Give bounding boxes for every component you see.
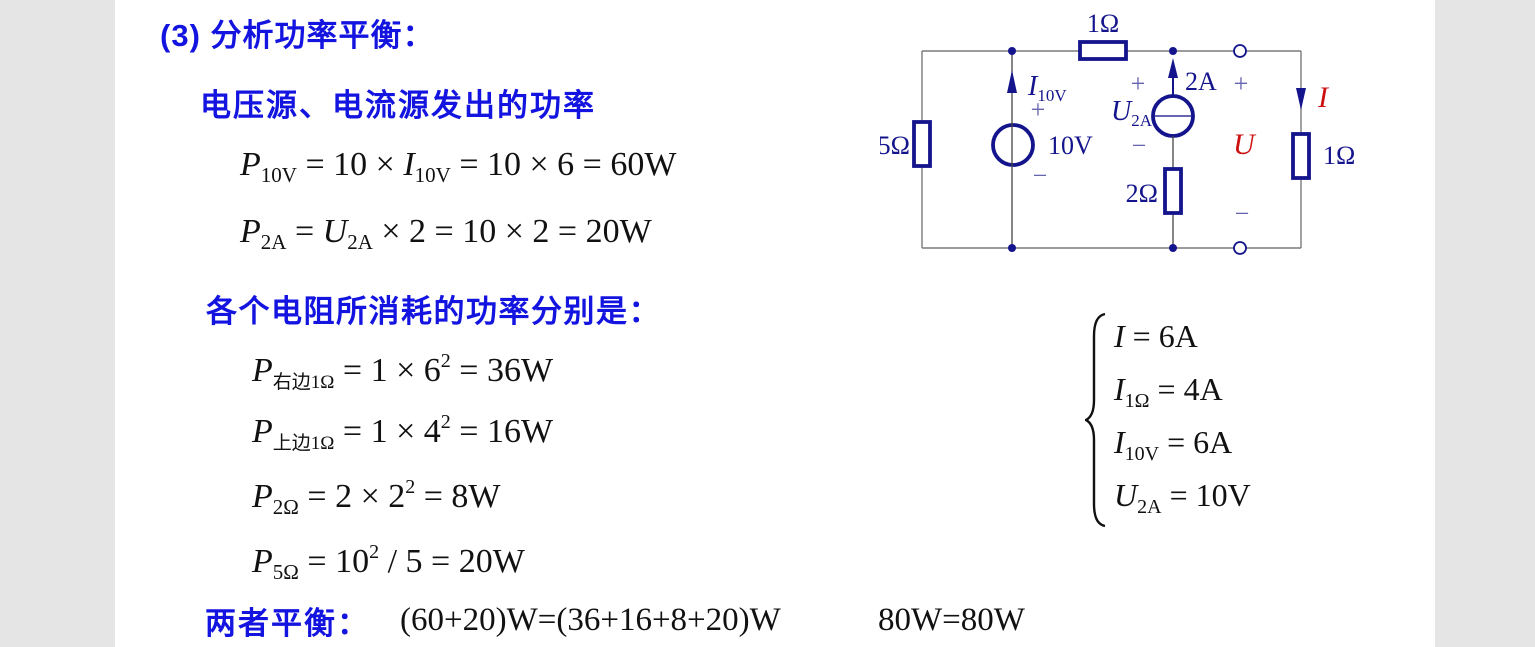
label-r-top: 1Ω <box>1087 9 1119 38</box>
terminal-bottom <box>1233 241 1247 255</box>
plus-sign-u2a: + <box>1131 69 1146 98</box>
resistor-1ohm-top <box>1078 40 1128 61</box>
arrow-i-icon <box>1296 88 1306 110</box>
arrow-i10v-icon <box>1007 70 1017 93</box>
heading-sources-power: 电压源、电流源发出的功率 <box>200 88 596 123</box>
voltage-source-10v <box>991 123 1035 167</box>
label-voltage-source: 10V <box>1048 131 1093 160</box>
label-current-i: I <box>1317 81 1330 114</box>
formula-p-top-1ohm: P上边1Ω = 1 × 42 = 16W <box>252 411 554 454</box>
label-u2a-main: U <box>1111 96 1133 127</box>
resistor-1ohm-right <box>1291 132 1311 180</box>
terminal-top <box>1233 44 1247 58</box>
formula-p-2ohm: P2Ω = 2 × 22 = 8W <box>252 476 501 519</box>
label-u2a-sub: 2A <box>1131 111 1153 130</box>
junction-dot <box>1008 47 1016 55</box>
label-u2a: U2A <box>1111 96 1153 130</box>
system-brace-icon <box>1085 312 1106 528</box>
plus-sign-u: + <box>1234 69 1249 98</box>
label-voltage-u: U <box>1233 128 1257 161</box>
resistor-2ohm <box>1163 167 1183 215</box>
label-i10v-main: I <box>1027 71 1039 102</box>
label-i10v-sub: 10V <box>1037 86 1067 105</box>
equation-u-2a: U2A = 10V <box>1114 477 1251 518</box>
formula-p-5ohm: P5Ω = 102 / 5 = 20W <box>252 541 525 584</box>
label-i10v: I10V <box>1027 71 1067 105</box>
minus-sign-u: − <box>1235 199 1250 228</box>
slide-canvas <box>115 0 1435 647</box>
minus-sign-u2a: − <box>1132 131 1147 160</box>
heading-resistors-power: 各个电阻所消耗的功率分别是： <box>206 294 661 329</box>
minus-sign-10v: − <box>1033 161 1048 190</box>
resistor-5ohm <box>912 120 932 168</box>
arrow-2a-icon <box>1168 58 1178 78</box>
balance-equation: (60+20)W=(36+16+8+20)W <box>400 602 781 638</box>
label-r-mid: 2Ω <box>1126 179 1158 208</box>
balance-result: 80W=80W <box>878 602 1025 638</box>
formula-p-right-1ohm: P右边1Ω = 1 × 62 = 36W <box>252 350 554 393</box>
label-current-source: 2A <box>1185 67 1217 96</box>
plus-sign-10v: + <box>1031 95 1046 124</box>
equation-i: I = 6A <box>1114 318 1198 354</box>
equation-i-10v: I10V = 6A <box>1114 424 1233 465</box>
junction-dot <box>1169 244 1177 252</box>
circuit-diagram: 1Ω 5Ω 2Ω 1Ω 10V 2A I10V U2A + − + − + − … <box>880 9 1355 255</box>
heading-balance: 两者平衡： <box>205 606 370 641</box>
label-r-left: 5Ω <box>880 131 910 160</box>
formula-p2a: P2A = U2A × 2 = 10 × 2 = 20W <box>240 213 652 254</box>
label-r-right: 1Ω <box>1323 141 1355 170</box>
junction-dot <box>1169 47 1177 55</box>
slide-title: (3) 分析功率平衡： <box>160 18 435 53</box>
junction-dot <box>1008 244 1016 252</box>
equation-i-1ohm: I1Ω = 4A <box>1114 371 1223 412</box>
formula-p10v: P10V = 10 × I10V = 10 × 6 = 60W <box>240 146 677 187</box>
